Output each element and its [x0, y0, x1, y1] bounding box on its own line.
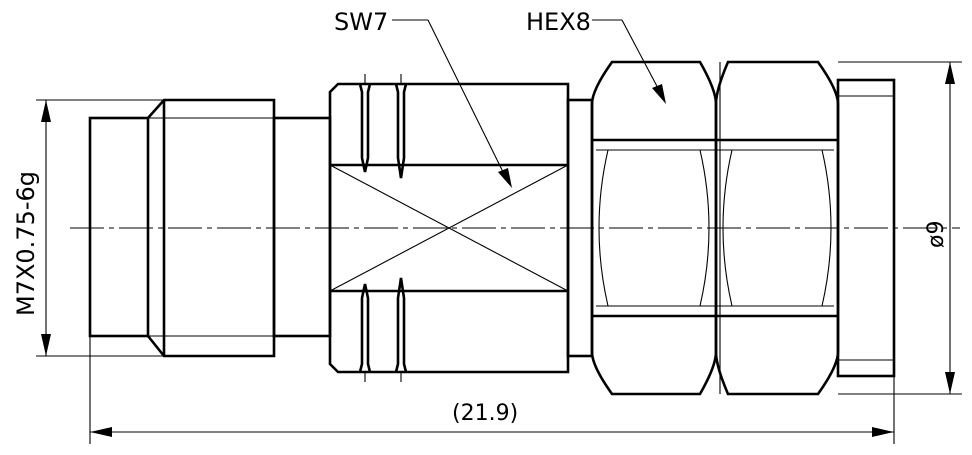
- wrench-size-label: SW7: [334, 8, 388, 36]
- thread-dimension: [36, 99, 164, 357]
- length-dimension: [89, 336, 895, 444]
- diameter-dimension: [838, 61, 962, 395]
- hex-size-label: HEX8: [526, 8, 591, 36]
- overall-length-label: (21.9): [452, 401, 518, 426]
- threaded-end: [88, 98, 332, 358]
- wrench-flat-body: [328, 74, 570, 382]
- hex-nut: [590, 60, 840, 396]
- wrench-leader: [392, 19, 512, 188]
- hex-leader: [592, 19, 666, 104]
- right-end: [836, 78, 896, 378]
- diameter-label: ø9: [924, 221, 949, 248]
- thread-spec-label: M7X0.75-6g: [12, 171, 40, 316]
